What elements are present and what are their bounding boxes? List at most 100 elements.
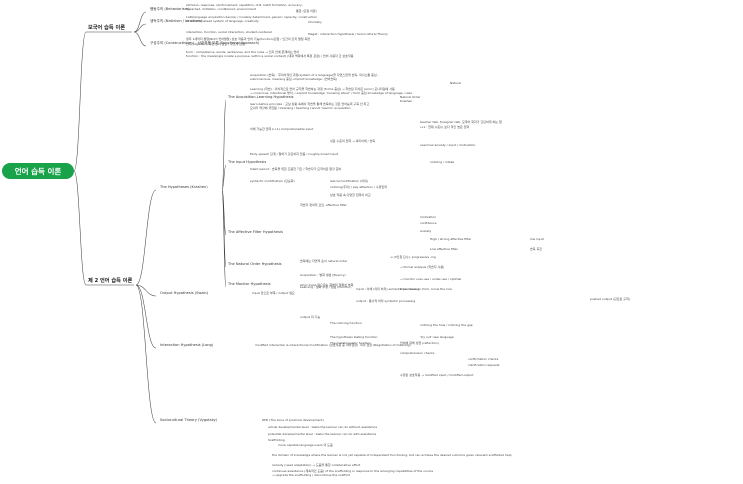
note-text: syntactic modification (단순화) xyxy=(250,179,295,183)
connector xyxy=(73,31,132,172)
child-node[interactable]: The Hypotheses (Krashen) xyxy=(160,185,208,189)
note-text: → formal analysis (학습자 사용) xyxy=(400,265,445,269)
note-text: time, focus on form, know the rule xyxy=(400,287,452,291)
note-text: 의미 협상 (Negotiation of meaning) xyxy=(360,343,411,347)
note-text: Learning : 발화 수정 / 점검 (monitor) xyxy=(300,285,352,289)
connector xyxy=(135,284,157,349)
note-text: ZPD (The zone of proximal development) xyxy=(262,418,324,422)
note-text: interaction, function, social interactio… xyxy=(186,30,272,34)
note-text: 모니터 역할에 국한됨 / interlang / teaching canno… xyxy=(250,106,351,110)
note-text: → conscious, intentional 방식, / explicit … xyxy=(250,91,412,95)
note-text: LAD(language acquisition device) / innat… xyxy=(186,15,318,19)
note-text: 언어에 대해 성찰 (reflection) xyxy=(400,341,439,345)
note-text: modified interaction & interactional mod… xyxy=(255,343,359,347)
note-text: 생후 1세까지 발달(Birth 언어발달) 상호 작용과 언어 기능(func… xyxy=(186,37,311,41)
note-text: Silent period : 습득을 위한 조용한 기간 / 학습자가 모국어… xyxy=(250,167,342,171)
child-node[interactable]: 생득주의 (Nativism / Innatism) xyxy=(150,19,203,23)
note-text: lexical modification (어휘) xyxy=(330,179,368,183)
connector xyxy=(133,31,147,47)
note-text: why? Input 만으로는 문법적 정확성 부족 xyxy=(300,283,354,287)
note-text: Chomsky xyxy=(308,20,322,24)
note-text: Learning (학습) : 의식적으로 언어 규칙을 학습하는 과정 (fo… xyxy=(250,87,395,91)
note-text: 학습자 정의적 요인, affective filter xyxy=(300,203,347,207)
child-node[interactable]: Interaction Hypothesis (Long) xyxy=(160,343,214,347)
note-text: Acquisition (습득) : 무의식적인 과정(system of a … xyxy=(250,73,379,77)
note-text: 습득 촉진 xyxy=(530,247,542,251)
connector xyxy=(133,11,147,33)
note-text: pushed output (강요된 출력) xyxy=(590,297,630,301)
note-text: output : 통사적 처리 syntactic processing xyxy=(356,299,416,303)
note-text: Scaffolding xyxy=(268,438,285,442)
connector xyxy=(73,170,134,286)
branch-label[interactable]: 모국어 습득 이론 xyxy=(88,25,126,31)
note-text: actual developmental level : tasks the l… xyxy=(268,425,378,429)
note-text: output 의 기능 xyxy=(300,315,321,319)
note-text: the domain of knowledge where the learne… xyxy=(272,453,512,457)
note-text: comprehension checks xyxy=(400,351,435,355)
branch-label[interactable]: 제 2 언어 습득 이론 xyxy=(88,278,133,284)
note-text: confirmation checks xyxy=(468,357,499,361)
child-node[interactable]: 행동주의 (Behaviorism) xyxy=(150,7,190,11)
note-text: potential developmental level : tasks th… xyxy=(268,432,377,436)
note-text: stimulus, response, reinforcement, repet… xyxy=(186,3,303,7)
child-node[interactable]: 구성주의 (Constructivism) - 상호작용 이론 (Functio… xyxy=(150,41,260,45)
note-text: Krashen xyxy=(400,99,413,103)
root-node[interactable]: 언어 습득 이론 xyxy=(2,163,74,179)
note-text: motivation xyxy=(420,215,437,219)
connector xyxy=(135,189,157,286)
child-node[interactable]: Sociocultural Theory (Vygotsky) xyxy=(160,418,218,422)
note-text: 이해 가능한 입력 (i+1) comprehensible input xyxy=(250,127,314,131)
note-text: noticing(주의) / pay attention / 수정입력 xyxy=(330,185,387,189)
note-text: Natural Order xyxy=(400,95,421,99)
note-text: High / strong affective filter xyxy=(430,237,472,241)
note-text: → upgrade the scaffolding / discontinue … xyxy=(272,473,350,477)
note-text: subconscious, meaning 중심, implicit knowl… xyxy=(250,77,338,81)
note-text: Input 만으로 부족 / output 필요 xyxy=(252,291,295,295)
note-text: Input : 이해 (의미 처리) semantic processing xyxy=(356,287,420,291)
note-text: teacher talk, foreigner talk, 모국어 화자가 간단… xyxy=(420,120,502,124)
note-text: anxiety xyxy=(420,229,432,233)
note-text: clarification requests xyxy=(468,363,500,367)
note-text: The hypothesis testing function xyxy=(330,335,378,339)
connector xyxy=(135,284,157,424)
note-text: → monitor over-use / under-use / optimal xyxy=(400,277,462,281)
connector xyxy=(133,23,147,33)
note-text: 수정된 상호작용 → modified input / modified out… xyxy=(400,373,474,377)
note-text: 쉬운 수준의 입력 → 의미이해 / 습득 xyxy=(330,139,376,143)
note-text: The noticing function xyxy=(330,321,362,325)
note-text: form : competence, words, sentences, and… xyxy=(186,50,300,54)
note-text: i+1 : 현재 수준(i) 보다 약간 높은 입력 xyxy=(420,125,470,129)
note-text: Acquisition : 발화 생성 (fluency) xyxy=(300,273,346,277)
connector xyxy=(221,99,227,191)
note-text: confidence xyxy=(420,221,437,225)
connector xyxy=(135,284,157,297)
note-text: The metalinguistic function xyxy=(330,341,371,345)
hypothesis-node[interactable]: The Input Hypothesis xyxy=(228,160,267,164)
hypothesis-node[interactable]: The Monitor Hypothesis xyxy=(228,282,271,286)
note-text: function : the meaning(a innate a purpos… xyxy=(186,54,354,58)
child-node[interactable]: Output Hypothesis (Swain) xyxy=(160,291,209,295)
note-text: continues assistance (계속적인 도움) of the sc… xyxy=(272,469,434,473)
note-text: 인지(cognition) 측면 언어 발달 / 구조적 관점 xyxy=(186,42,245,46)
note-text: Early speech 단계 / 말하기 강요하지 않음 / roughly-… xyxy=(250,152,339,156)
note-text: rewarded, imitation, conditioned, enviro… xyxy=(186,7,256,11)
note-text: 'try out' new language xyxy=(420,335,454,339)
note-text: Piaget : interaction Hypothesis / Socioc… xyxy=(308,32,388,36)
note-text: -s (3인칭 단수), progressive -ing xyxy=(390,255,436,259)
hypothesis-node[interactable]: The Natural Order Hypothesis xyxy=(228,262,282,266)
connector xyxy=(221,164,227,191)
note-text: more capable language users 의 도움 xyxy=(278,443,333,447)
hypothesis-node[interactable]: The Affective Filter Hypothesis xyxy=(228,230,283,234)
note-text: 상호 작용 속 다양한 입력의 비교 xyxy=(330,193,371,197)
note-text: noticing the hole / noticing the gap xyxy=(420,323,473,327)
note-text: remedy (need adaptation) → 도움을 통한 collab… xyxy=(272,463,361,467)
note-text: 통합 (단점 이론) xyxy=(296,9,317,13)
note-text: Low affective filter xyxy=(430,247,458,251)
hypothesis-node[interactable]: The Acquisition-Learning Hypothesis xyxy=(228,95,294,99)
note-text: Natural xyxy=(450,81,462,85)
note-text: of an internalized system of language, c… xyxy=(186,19,259,23)
note-text: 습득에는 자연적 순서 natural order xyxy=(300,259,348,263)
note-text: need low anxiety / input / motivation xyxy=(420,143,476,147)
